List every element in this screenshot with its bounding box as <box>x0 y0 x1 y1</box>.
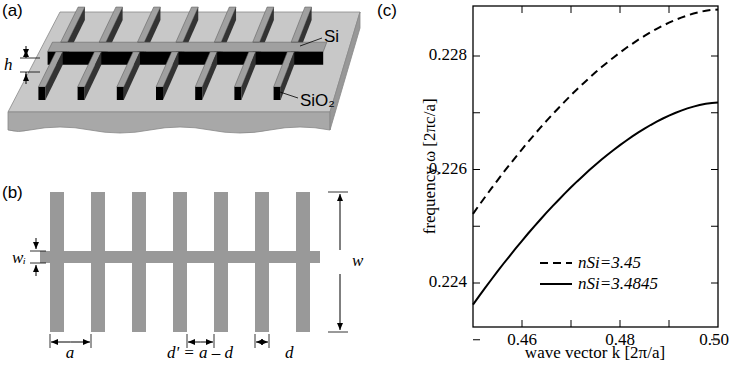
tick <box>711 226 718 227</box>
tooth-side <box>45 52 62 100</box>
extension-line <box>30 263 46 264</box>
leader-line <box>280 92 298 98</box>
dimension-arrow <box>71 342 91 343</box>
silicon-teeth <box>38 7 326 100</box>
dimension-arrow <box>256 342 262 343</box>
tooth-bar <box>214 192 228 332</box>
tooth-bar <box>91 192 105 332</box>
label: (b) <box>2 184 23 203</box>
tooth-bar <box>255 192 269 332</box>
extension-line <box>30 251 46 252</box>
label: wave vector k [2π/a] <box>525 344 665 363</box>
tick <box>669 6 670 13</box>
dimension-arrow <box>36 238 37 249</box>
tooth-front <box>156 87 163 100</box>
dimension-arrow <box>51 342 71 343</box>
tick <box>711 112 718 113</box>
leader-line <box>300 38 322 46</box>
tooth-side <box>124 52 140 100</box>
tooth-front <box>78 87 85 100</box>
tick <box>571 320 572 327</box>
tick <box>473 56 480 57</box>
label: 0.228 <box>429 46 467 65</box>
dimension-arrow <box>201 342 214 343</box>
solid-curve <box>473 103 718 305</box>
tick <box>522 6 523 13</box>
dimension-arrow <box>26 46 27 56</box>
extension-line <box>20 58 40 59</box>
plot-frame <box>473 6 718 327</box>
label: a <box>66 344 75 363</box>
tooth-front <box>274 87 281 100</box>
label: d <box>285 344 294 363</box>
tooth-front <box>38 87 45 100</box>
dimension-arrow <box>340 274 341 330</box>
label: (a) <box>2 2 23 21</box>
dimension-arrow <box>340 194 341 250</box>
tick <box>711 56 718 57</box>
tooth-side <box>241 52 255 100</box>
legend-line <box>540 283 572 285</box>
extension-line <box>255 334 256 348</box>
legend-line <box>540 262 572 264</box>
tooth-front <box>234 87 241 100</box>
tooth-side <box>163 52 179 100</box>
tick <box>473 169 480 170</box>
extension-line <box>50 334 51 348</box>
extension-line <box>91 334 92 348</box>
dimension-arrow <box>36 265 37 276</box>
tooth-bar <box>296 192 310 332</box>
label: 0.224 <box>429 273 467 292</box>
pitch-dimensions <box>50 334 269 348</box>
extension-line <box>269 334 270 348</box>
legend-text: nSi=3.4845 <box>578 275 658 294</box>
extension-line <box>20 72 40 73</box>
label: w <box>352 252 363 271</box>
label: h <box>4 56 13 75</box>
tooth-bar <box>173 192 187 332</box>
label: wᵢ <box>12 249 26 268</box>
label: d' = a – d <box>167 344 233 363</box>
waveguide-top <box>48 42 327 52</box>
label: (c) <box>377 2 397 21</box>
axis-ticks <box>473 6 718 340</box>
tick <box>473 112 480 113</box>
label: Si <box>324 28 339 47</box>
dimension-arrow <box>188 342 201 343</box>
tick <box>620 320 621 327</box>
label: 0.50 <box>699 331 729 350</box>
tick <box>711 283 718 284</box>
tick <box>473 226 480 227</box>
tooth-front <box>117 87 124 100</box>
tooth-bar <box>50 192 64 332</box>
tooth-side <box>85 52 102 100</box>
extension-line <box>328 332 348 333</box>
tooth-side <box>202 52 217 100</box>
tick <box>711 169 718 170</box>
top-view <box>40 192 320 332</box>
tick <box>571 6 572 13</box>
label: SiO₂ <box>300 92 335 111</box>
tooth-front <box>195 87 202 100</box>
dimension-arrow <box>262 342 268 343</box>
extension-line <box>328 192 348 193</box>
tick <box>473 339 480 340</box>
label: frequency ω [2πc/a] <box>421 98 440 234</box>
tick <box>522 320 523 327</box>
tick <box>669 320 670 327</box>
dimension-arrow <box>26 74 27 84</box>
legend-text: nSi=3.45 <box>578 254 641 273</box>
tick <box>473 283 480 284</box>
tooth-bar <box>132 192 146 332</box>
tick <box>620 6 621 13</box>
